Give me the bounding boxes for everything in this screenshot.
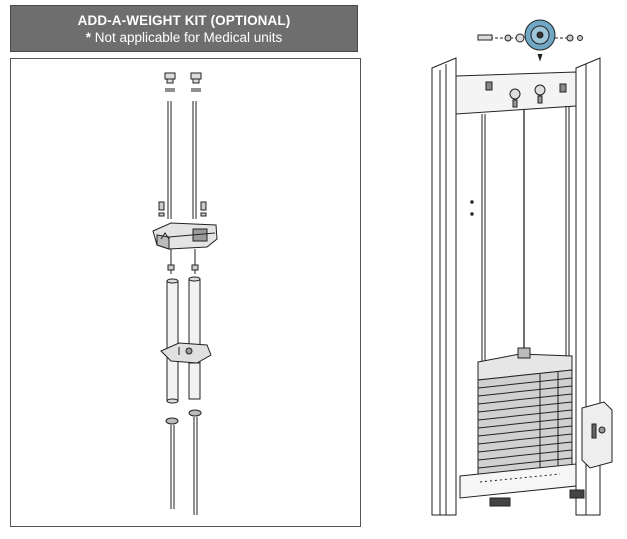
bottom-bracket <box>160 342 212 364</box>
guide-rods <box>481 106 570 370</box>
screw-right <box>200 201 207 217</box>
washer-left <box>165 417 179 425</box>
top-cap-left <box>164 72 176 92</box>
guide-rod-left <box>167 101 172 219</box>
asterisk-mark: * <box>85 30 91 45</box>
top-cap-right <box>190 72 202 92</box>
weight-stack <box>477 347 573 481</box>
weight-stack-tower <box>420 10 620 530</box>
kit-title: ADD-A-WEIGHT KIT (OPTIONAL) <box>77 13 291 28</box>
guide-rod-right <box>192 101 197 219</box>
tower-diagram <box>431 19 613 516</box>
kit-subtitle: Not applicable for Medical units <box>90 30 283 45</box>
kit-illustration-panel <box>10 58 361 527</box>
top-crossbar <box>455 71 577 115</box>
top-carriage-block <box>152 222 218 250</box>
left-upright <box>431 57 474 516</box>
washer-right <box>188 409 202 417</box>
weight-sleeve-left <box>166 278 179 404</box>
kit-header-banner: ADD-A-WEIGHT KIT (OPTIONAL) * Not applic… <box>10 5 358 52</box>
side-weight-holder <box>581 401 613 469</box>
screw-left <box>158 201 165 217</box>
base-frame <box>459 463 585 507</box>
kit-subtitle-line: * Not applicable for Medical units <box>11 30 357 45</box>
kit-exploded-diagram <box>152 72 218 515</box>
top-pulley-exploded <box>477 19 583 62</box>
